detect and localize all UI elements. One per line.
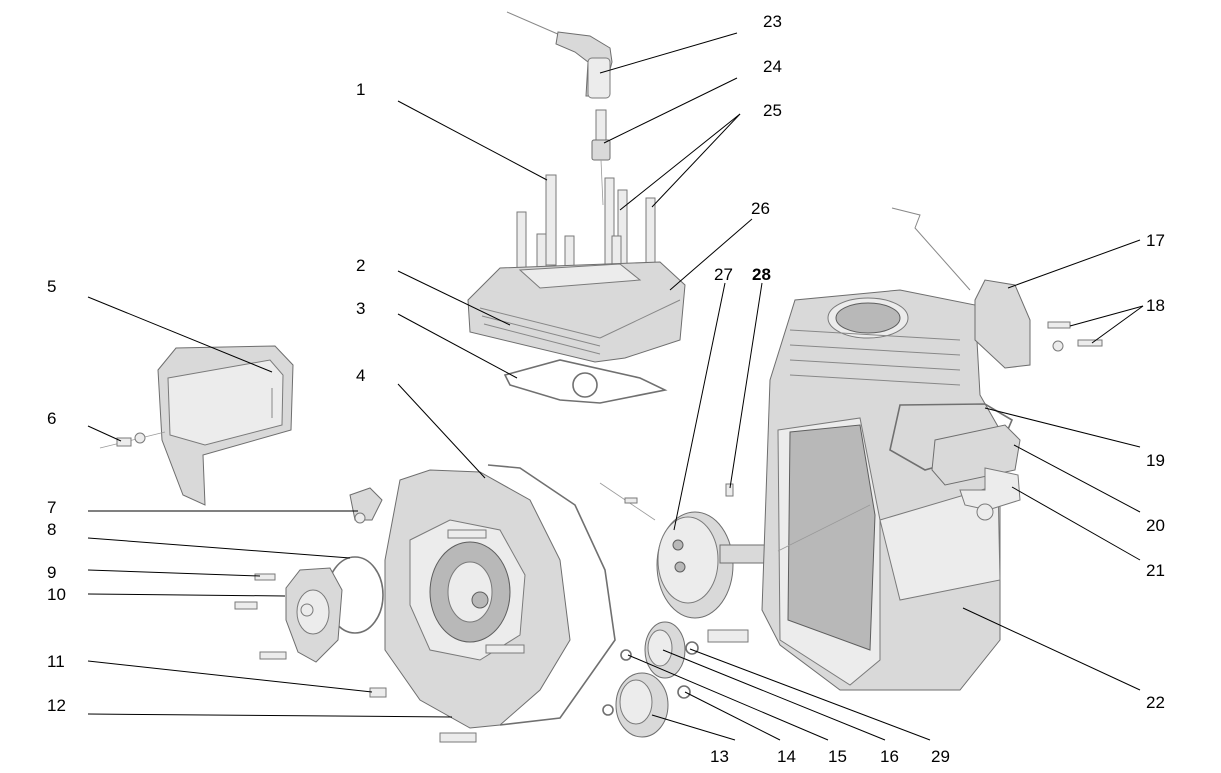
leader-25a: [619, 113, 741, 211]
callout-22: 22: [1146, 693, 1165, 712]
leader-14: [684, 691, 781, 741]
carb-insulator: [891, 207, 1103, 369]
callout-26: 26: [751, 199, 770, 218]
spark-plug: [591, 109, 611, 206]
callout-18: 18: [1146, 296, 1165, 315]
callout-29: 29: [931, 747, 950, 766]
screw-6: [99, 431, 166, 449]
leader-23: [599, 32, 738, 74]
breather-tube: [959, 467, 1021, 521]
leader-2: [397, 270, 511, 326]
callout-5: 5: [47, 277, 56, 296]
leader-lines: [87, 32, 1144, 741]
leader-3: [397, 313, 518, 379]
leader-18b: [1091, 305, 1144, 344]
crankcase-cover: [384, 464, 616, 729]
oil-sensor: [349, 487, 383, 524]
leader-9: [87, 569, 261, 577]
small-bolts: [234, 529, 525, 743]
leader-18a: [1069, 305, 1144, 327]
leader-11: [87, 660, 373, 693]
leader-8: [87, 537, 351, 559]
callout-27: 27: [714, 265, 733, 284]
callout-2: 2: [356, 256, 365, 275]
leader-28: [729, 282, 763, 489]
leader-29: [689, 648, 931, 741]
leader-1: [397, 100, 548, 181]
cylinder-head: [467, 261, 686, 363]
callout-8: 8: [47, 520, 56, 539]
leader-17: [1007, 239, 1141, 289]
callout-12: 12: [47, 696, 66, 715]
callout-20: 20: [1146, 516, 1165, 535]
side-cover: [157, 345, 294, 506]
callout-19: 19: [1146, 451, 1165, 470]
callout-23: 23: [763, 12, 782, 31]
head-gasket: [503, 359, 668, 404]
leader-24: [603, 77, 738, 144]
camshaft-gear: [599, 482, 779, 619]
leader-20: [1013, 444, 1141, 513]
callout-6: 6: [47, 409, 56, 428]
callout-24: 24: [763, 57, 782, 76]
callout-10: 10: [47, 585, 66, 604]
leader-13: [651, 714, 736, 741]
callout-labels: 1 2 3 4 5 6 7 8 9 10 11 12 13 14 15 16 1…: [47, 12, 1165, 766]
leader-5: [87, 296, 273, 373]
callout-15: 15: [828, 747, 847, 766]
callout-25: 25: [763, 101, 782, 120]
breather-cover: [889, 403, 1021, 486]
leader-6: [87, 425, 122, 442]
callout-7: 7: [47, 498, 56, 517]
callout-14: 14: [777, 747, 796, 766]
spark-plug-cap: [506, 11, 613, 99]
engine-block: [761, 289, 1001, 691]
callout-3: 3: [356, 299, 365, 318]
leader-19: [984, 407, 1141, 448]
leader-22: [962, 607, 1141, 691]
leader-12: [87, 713, 453, 718]
callout-21: 21: [1146, 561, 1165, 580]
gears-lower: [602, 621, 749, 738]
callout-11: 11: [47, 652, 65, 671]
callout-4: 4: [356, 366, 365, 385]
callout-1: 1: [356, 80, 365, 99]
callout-16: 16: [880, 747, 899, 766]
leader-16: [662, 649, 886, 741]
leader-26: [669, 218, 753, 291]
callout-9: 9: [47, 563, 56, 582]
leader-4: [397, 383, 486, 479]
callout-28: 28: [752, 265, 771, 284]
callout-13: 13: [710, 747, 729, 766]
callout-17: 17: [1146, 231, 1165, 250]
leader-25b: [651, 113, 741, 208]
bearing-flange: [285, 556, 384, 663]
leader-15: [627, 654, 829, 741]
leader-27: [673, 282, 726, 531]
pin-28: [725, 483, 734, 497]
leader-10: [87, 593, 286, 597]
leader-21: [1011, 486, 1141, 561]
